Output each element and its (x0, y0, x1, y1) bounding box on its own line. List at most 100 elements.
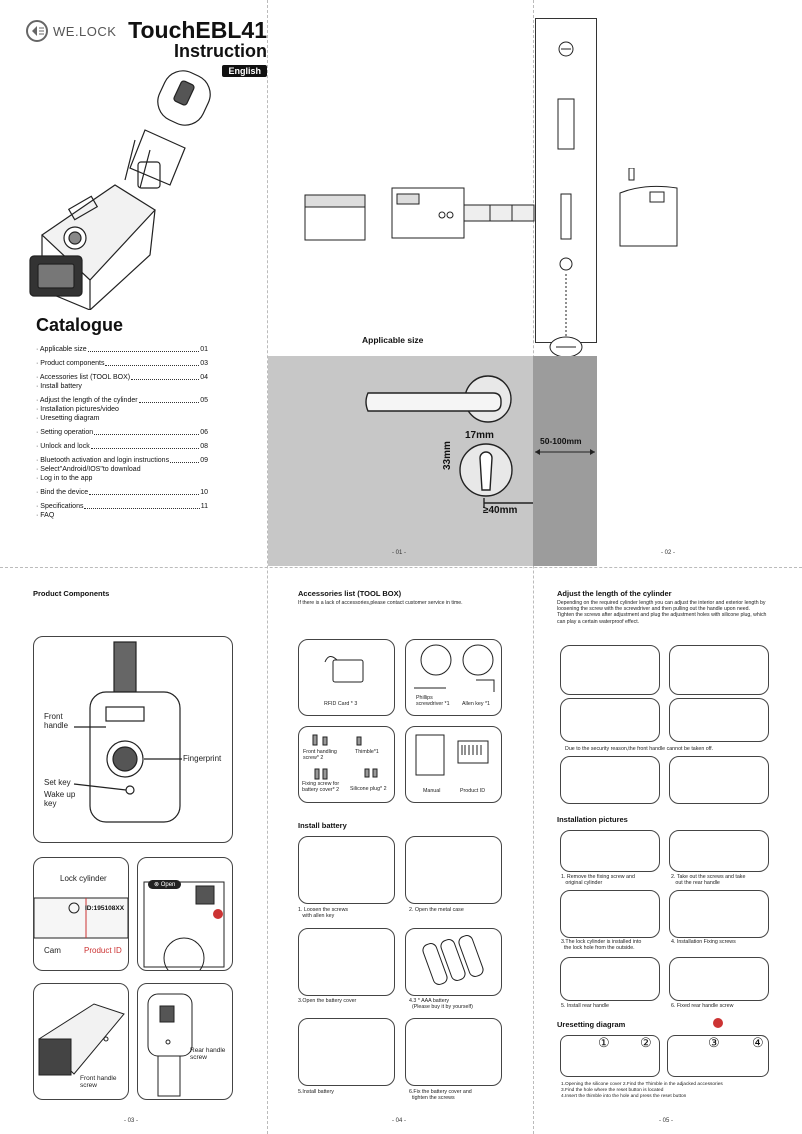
brand-logo: WE.LOCK (26, 20, 116, 42)
open-badge: ⊗ Open (148, 880, 182, 889)
toc-item[interactable]: · Installation pictures/video (36, 406, 119, 413)
battery-step-2: 2. Open the metal case (409, 907, 464, 913)
install-step-3-image (560, 890, 660, 938)
label-product-id: Product ID (84, 946, 122, 955)
battery-step-1: 1. Loosen the screws with allen key (298, 907, 349, 920)
accessory-thimble-label: Thimble*1 (355, 749, 379, 755)
install-step-4: 4. Installation Fixing screws (671, 939, 736, 945)
dim-40mm: ≥40mm (483, 505, 518, 516)
toc-item[interactable]: · Select"Android/IOS"to download (36, 466, 141, 473)
applicable-size-title: Applicable size (362, 335, 424, 345)
reset-marker-icon (713, 1018, 723, 1028)
battery-step-5-image (298, 1018, 395, 1086)
table-of-contents: · Applicable size 01 · Product component… (36, 345, 208, 520)
instruction-title: Instruction (174, 41, 267, 61)
toc-item[interactable]: · Log in to the app (36, 475, 93, 482)
battery-step-2-image (405, 836, 502, 904)
label-front-handle: Front handle (44, 712, 69, 730)
install-battery-title: Install battery (298, 821, 347, 830)
label-wake-up-key: Wake up key (44, 790, 76, 808)
catalogue-title: Catalogue (36, 315, 124, 335)
cover-title-block: TouchEBL41 Instruction English (128, 18, 267, 79)
dim-door-range: 50-100mm (540, 436, 582, 446)
product-components-title: Product Components (33, 589, 110, 598)
accessory-manual (405, 726, 502, 803)
accessory-tools (405, 639, 502, 716)
lock-product-illustration (29, 70, 211, 310)
components-card-front (33, 636, 233, 843)
language-badge: English (222, 65, 267, 77)
accessory-fixing-label: Fixing screw for battery cover* 2 (302, 781, 340, 794)
adjust-step-image (560, 756, 660, 804)
door-thickness-panel (533, 356, 597, 566)
rear-handle-diagram (619, 168, 678, 247)
battery-step-5: 5.Install battery (298, 1089, 334, 1095)
page-number: - 02 - (661, 550, 676, 556)
reset-step-marker: ② (640, 1035, 652, 1050)
page-number: - 03 - (124, 1118, 139, 1124)
battery-step-3: 3.Open the battery cover (298, 998, 357, 1004)
install-step-6-image (669, 957, 769, 1001)
install-step-3: 3.The lock cylinder is installed into th… (561, 939, 642, 952)
page-number: - 05 - (659, 1118, 674, 1124)
battery-step-6-image (405, 1018, 502, 1086)
installation-pictures-title: Installation pictures (557, 815, 628, 824)
mortise-plate (535, 18, 597, 344)
reset-step-marker: ① (598, 1035, 610, 1050)
accessory-manual-label: Manual (423, 788, 441, 794)
toc-item[interactable]: · FAQ (36, 512, 55, 519)
install-step-5: 5. Install rear handle (561, 1003, 609, 1009)
label-rear-handle-screw: Rear handle screw (190, 1047, 226, 1061)
components-card-rear (137, 983, 233, 1100)
accessory-phillips-label: Phillips screwdriver *1 (416, 695, 450, 708)
welock-logo-icon (26, 20, 48, 42)
adjust-cylinder-title: Adjust the length of the cylinder (557, 589, 672, 598)
adjust-security-note: Due to the security reason,the front han… (565, 746, 714, 752)
reset-step-marker: ③ (708, 1035, 720, 1050)
toc-item[interactable]: · Applicable size 01 (36, 346, 208, 353)
adjust-step-image (669, 756, 769, 804)
accessory-pid-label: Product ID (460, 788, 486, 794)
adjust-step-image (669, 698, 769, 742)
accessories-note: If there is a lack of accessories,please… (298, 600, 463, 606)
adjust-step-image (560, 698, 660, 742)
brand-name: WE.LOCK (53, 23, 117, 39)
cylinder-side-diagram (304, 187, 535, 241)
adjust-cylinder-body: Depending on the required cylinder lengt… (557, 600, 767, 625)
accessory-rfid-label: RFID Card * 3 (324, 701, 358, 707)
label-set-key: Set key (44, 778, 71, 787)
dim-33mm: 33mm (442, 441, 453, 470)
label-cam: Cam (44, 946, 61, 955)
size-diagram-panel (268, 356, 533, 566)
install-step-6: 6. Fixed rear handle screw (671, 1003, 734, 1009)
components-card-cylinder (33, 857, 129, 971)
accessory-silicone-label: Silicone plug* 2 (350, 786, 387, 792)
battery-step-6: 6.Fix the battery cover and tighten the … (409, 1089, 472, 1102)
label-fingerprint: Fingerprint (183, 754, 222, 763)
install-step-2: 2. Take out the screws and take out the … (671, 874, 746, 887)
adjust-step-image (560, 645, 660, 695)
accessory-screws (298, 726, 395, 803)
label-lock-cylinder: Lock cylinder (60, 874, 107, 883)
toc-item[interactable]: · Bluetooth activation and login instruc… (36, 457, 208, 464)
toc-item[interactable]: · Product components 03 (36, 360, 208, 367)
toc-item[interactable]: · Install battery (36, 383, 82, 390)
install-step-1: 1. Remove the fixing screw and original … (561, 874, 635, 887)
toc-item[interactable]: · Uresetting diagram (36, 415, 100, 422)
install-step-5-image (560, 957, 660, 1001)
battery-step-4: 4.3 * AAA battery (Please buy it by your… (409, 998, 473, 1011)
battery-step-4-image (405, 928, 502, 996)
accessory-rfid (298, 639, 395, 716)
toc-item[interactable]: · Accessories list (TOOL BOX)04 (36, 374, 208, 381)
reset-notes: 1.Opening the silicone cover 2.Find the … (561, 1082, 723, 1099)
battery-step-1-image (298, 836, 395, 904)
label-front-handle-screw: Front handle screw (80, 1075, 117, 1089)
reset-step-image (560, 1035, 660, 1077)
battery-step-3-image (298, 928, 395, 996)
accessory-front-screw-label: Front handling screw* 2 (303, 749, 337, 762)
